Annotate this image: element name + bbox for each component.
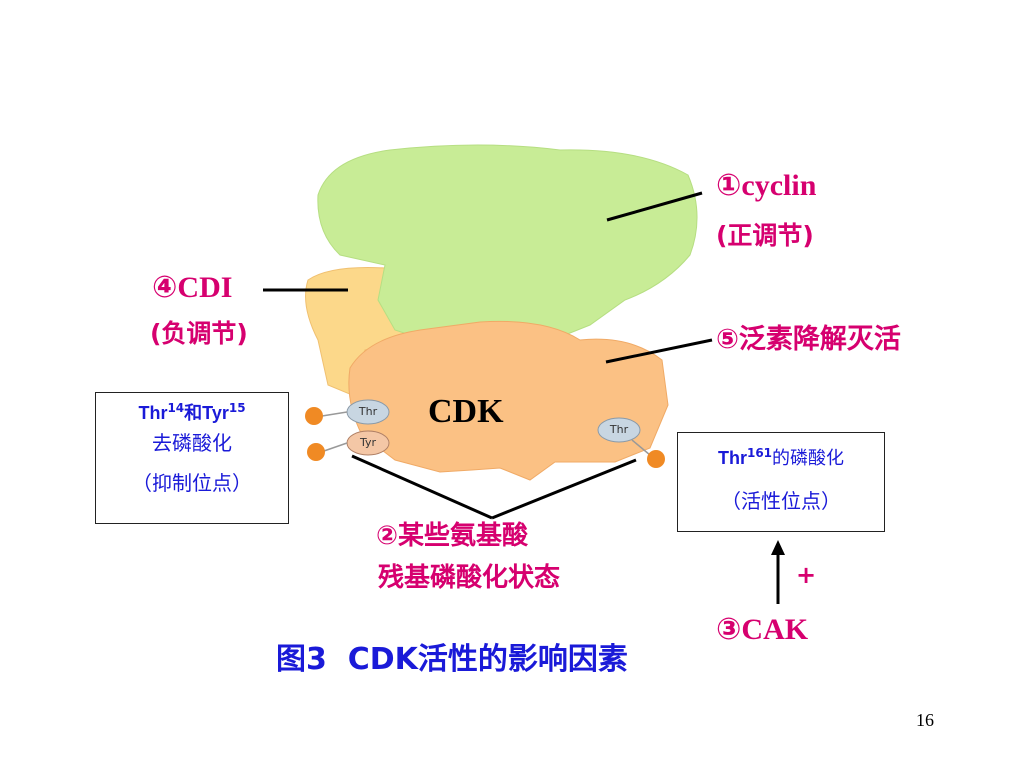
ubiquitin-text: 泛素降解灭活 [738, 324, 901, 355]
phospho-pointer-right [491, 458, 637, 520]
ubiquitin-pointer [605, 338, 713, 364]
ubiquitin-label: ⑤泛素降解灭活 [716, 322, 901, 358]
cdk-label: CDK [428, 393, 504, 430]
phosphorylation-line1: 某些氨基酸 [398, 521, 529, 551]
inhibitory-site-title: Thr14和Tyr15 [138, 401, 246, 424]
inhibitory-site-line3: （抑制位点） [132, 471, 252, 495]
tyr-left-tag: Tyr [359, 436, 377, 449]
inhibitory-site-line2: 去磷酸化 [152, 431, 232, 455]
cak-number: ③ [716, 612, 742, 647]
cyclin-pointer [606, 191, 703, 222]
arrow-head-icon [771, 540, 785, 555]
phosphate-icon [305, 407, 323, 425]
active-site-box: Thr161的磷酸化 （活性位点） [677, 432, 885, 532]
cdi-sub: (负调节) [150, 319, 248, 348]
phosphate-icon [647, 450, 665, 468]
phosphorylation-label: ②某些氨基酸 [376, 518, 528, 554]
thr-right-tag: Thr [609, 423, 629, 436]
active-site-line2: （活性位点） [721, 489, 841, 513]
cak-name: CAK [741, 613, 809, 646]
cdi-number: ④ [152, 270, 178, 305]
cyclin-shape [317, 144, 698, 351]
phosphorylation-line2: 残基磷酸化状态 [378, 563, 561, 593]
figure-caption: 图3 CDK活性的影响因素 [276, 642, 628, 677]
plus-sign: + [796, 561, 817, 589]
phosphate-icon [307, 443, 325, 461]
cdk-shape [348, 320, 669, 481]
inhibitory-site-box: Thr14和Tyr15 去磷酸化 （抑制位点） [95, 392, 289, 524]
ubiquitin-number: ⑤ [716, 324, 739, 355]
phospho-pointer-left [351, 454, 493, 520]
thr-right-tag-shape [597, 417, 641, 443]
cdi-label: ④CDI [152, 270, 232, 306]
cyclin-sub: (正调节) [716, 221, 814, 250]
cyclin-number: ① [716, 168, 742, 203]
cyclin-name: cyclin [741, 169, 817, 202]
phosphorylation-number: ② [376, 521, 399, 551]
cak-label: ③CAK [716, 612, 808, 648]
cdi-name: CDI [177, 271, 233, 304]
thr-left-tag: Thr [358, 405, 378, 418]
page-number: 16 [916, 710, 934, 730]
cyclin-label: ①cyclin [716, 168, 816, 204]
active-site-title: Thr161的磷酸化 [717, 446, 845, 469]
